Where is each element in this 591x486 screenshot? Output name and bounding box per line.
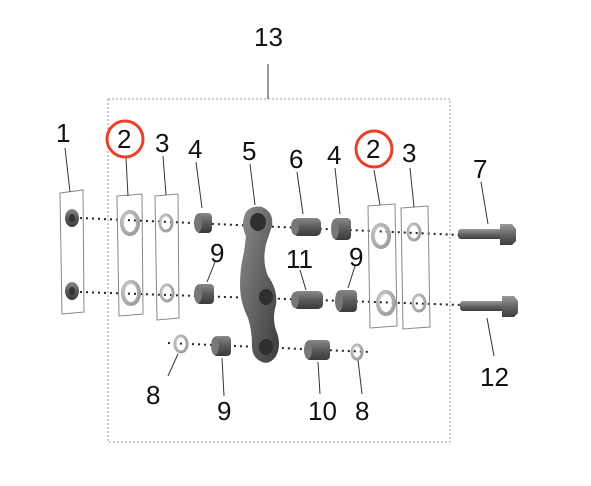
leader-2b (373, 169, 381, 206)
label-13: 13 (254, 22, 283, 52)
leader-7 (480, 181, 489, 225)
part-9a-bushing (194, 284, 214, 304)
leader-5 (249, 163, 256, 206)
label-5: 5 (242, 136, 256, 166)
part-2b-washer-top (371, 223, 391, 249)
leader-9c (221, 357, 225, 397)
leader-3b (409, 167, 415, 208)
label-2b: 2 (366, 134, 380, 164)
part-8a-washer (173, 334, 189, 354)
part-3a-group-box (154, 193, 180, 321)
label-4b: 4 (327, 140, 341, 170)
part-5-linkage-arm (240, 206, 279, 363)
leader-1 (64, 147, 71, 193)
leader-4b (334, 167, 341, 215)
part-1-nut-top (65, 209, 79, 227)
axis-line-bottom (167, 342, 371, 353)
label-6: 6 (289, 144, 303, 174)
part-1-nut-bottom (65, 282, 79, 300)
part-6-bushing (291, 218, 321, 236)
leader-4a (195, 161, 203, 209)
assembly-frame (107, 98, 451, 443)
part-2a-washer-top (120, 210, 140, 236)
part-3b-washer-bottom (411, 293, 427, 313)
highlight-circle-2b (354, 129, 394, 169)
label-11: 11 (286, 244, 313, 274)
label-3b: 3 (402, 138, 416, 168)
leader-6 (296, 171, 304, 215)
part-3b-washer-top (406, 222, 422, 242)
leader-8b (357, 359, 363, 395)
part-2a-group-box (116, 193, 144, 317)
leader-9a (206, 261, 216, 283)
part-9c-bushing (211, 336, 231, 356)
label-8a: 8 (146, 380, 160, 410)
label-7: 7 (473, 154, 487, 184)
part-2b-group-box (367, 203, 398, 329)
part-9b-bushing (335, 290, 357, 312)
part-4b-bushing (331, 218, 351, 240)
axis-line-middle (79, 291, 463, 306)
part-1-group-box (59, 189, 85, 315)
part-11-bushing (291, 291, 323, 309)
part-2b-washer-bottom (376, 290, 396, 316)
part-10-bushing (304, 340, 330, 360)
part-3a-washer-top (158, 213, 174, 233)
label-3a: 3 (155, 128, 169, 158)
label-9b: 9 (349, 242, 363, 272)
part-12-bolt (460, 296, 518, 317)
leader-11 (299, 269, 307, 291)
label-2a: 2 (117, 124, 131, 154)
leader-8a (167, 353, 179, 377)
part-8b-washer (350, 343, 364, 361)
leader-12 (486, 317, 495, 357)
label-9c: 9 (217, 396, 231, 426)
part-3b-group-box (400, 205, 431, 330)
part-7-bolt (458, 224, 516, 245)
label-8b: 8 (355, 396, 369, 426)
label-1: 1 (56, 118, 70, 148)
leader-9b (347, 265, 356, 289)
part-3a-washer-bottom (159, 283, 175, 303)
label-4a: 4 (188, 134, 202, 164)
label-10: 10 (308, 396, 337, 426)
leader-2a (125, 157, 129, 197)
leader-3a (162, 155, 167, 196)
leader-10 (317, 361, 321, 395)
part-2a-washer-bottom (121, 280, 141, 306)
label-12: 12 (480, 362, 509, 392)
label-9a: 9 (210, 238, 224, 268)
highlight-circle-2a (105, 119, 145, 159)
part-4a-bushing (194, 213, 212, 233)
